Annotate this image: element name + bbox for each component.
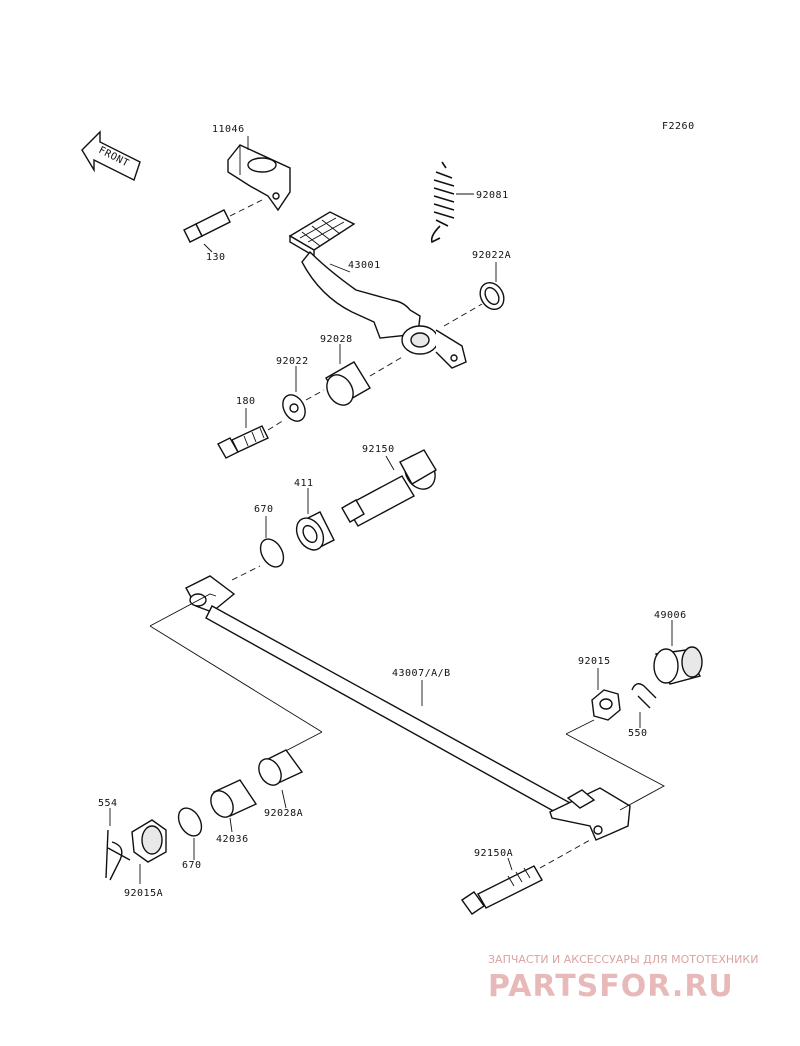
label-92150A: 92150A <box>474 848 513 859</box>
label-42036: 42036 <box>216 834 249 845</box>
bolt-92150A <box>461 865 543 915</box>
label-49006: 49006 <box>654 610 687 621</box>
cotter-pin-550 <box>631 683 657 709</box>
label-411: 411 <box>294 478 314 489</box>
label-92028: 92028 <box>320 334 353 345</box>
label-92081: 92081 <box>476 190 509 201</box>
washer-92022A <box>479 281 505 311</box>
nut-92015 <box>591 689 621 721</box>
collar-92028A <box>258 749 304 786</box>
label-130: 130 <box>206 252 226 263</box>
clip-554 <box>105 829 131 881</box>
label-92028A: 92028A <box>264 808 303 819</box>
label-43001: 43001 <box>348 260 381 271</box>
label-670-upper: 670 <box>254 504 274 515</box>
label-43007: 43007/A/B <box>392 668 451 679</box>
label-550: 550 <box>628 728 648 739</box>
brake-pedal-43001 <box>288 211 467 369</box>
front-arrow-icon: FRONT <box>81 130 141 181</box>
spacer-42036 <box>210 779 258 818</box>
bushing-411 <box>295 511 335 551</box>
diagram-code: F2260 <box>662 121 695 132</box>
watermark-tagline: ЗАПЧАСТИ И АКСЕССУАРЫ ДЛЯ МОТОТЕХНИКИ <box>488 953 758 966</box>
circlip-670-lower <box>177 807 203 837</box>
cover-49006 <box>653 646 703 685</box>
brake-rod-43007 <box>185 575 631 841</box>
bolt-130 <box>183 209 231 243</box>
label-670-lower: 670 <box>182 860 202 871</box>
watermark-brand: PARTSFOR.RU <box>488 969 734 1004</box>
label-554: 554 <box>98 798 118 809</box>
label-92022: 92022 <box>276 356 309 367</box>
label-92022A: 92022A <box>472 250 511 261</box>
label-92150: 92150 <box>362 444 395 455</box>
label-11046: 11046 <box>212 124 245 135</box>
nut-92015A <box>131 819 167 863</box>
shaft-bolt-92150 <box>341 449 437 527</box>
circlip-670-upper <box>259 538 285 568</box>
washer-92022 <box>282 394 306 422</box>
bracket-11046 <box>227 144 291 212</box>
label-92015A: 92015A <box>124 888 163 899</box>
label-180: 180 <box>236 396 256 407</box>
label-92015: 92015 <box>578 656 611 667</box>
bolt-180 <box>217 425 269 459</box>
spring-92081 <box>430 161 455 244</box>
collar-92028 <box>325 361 371 406</box>
